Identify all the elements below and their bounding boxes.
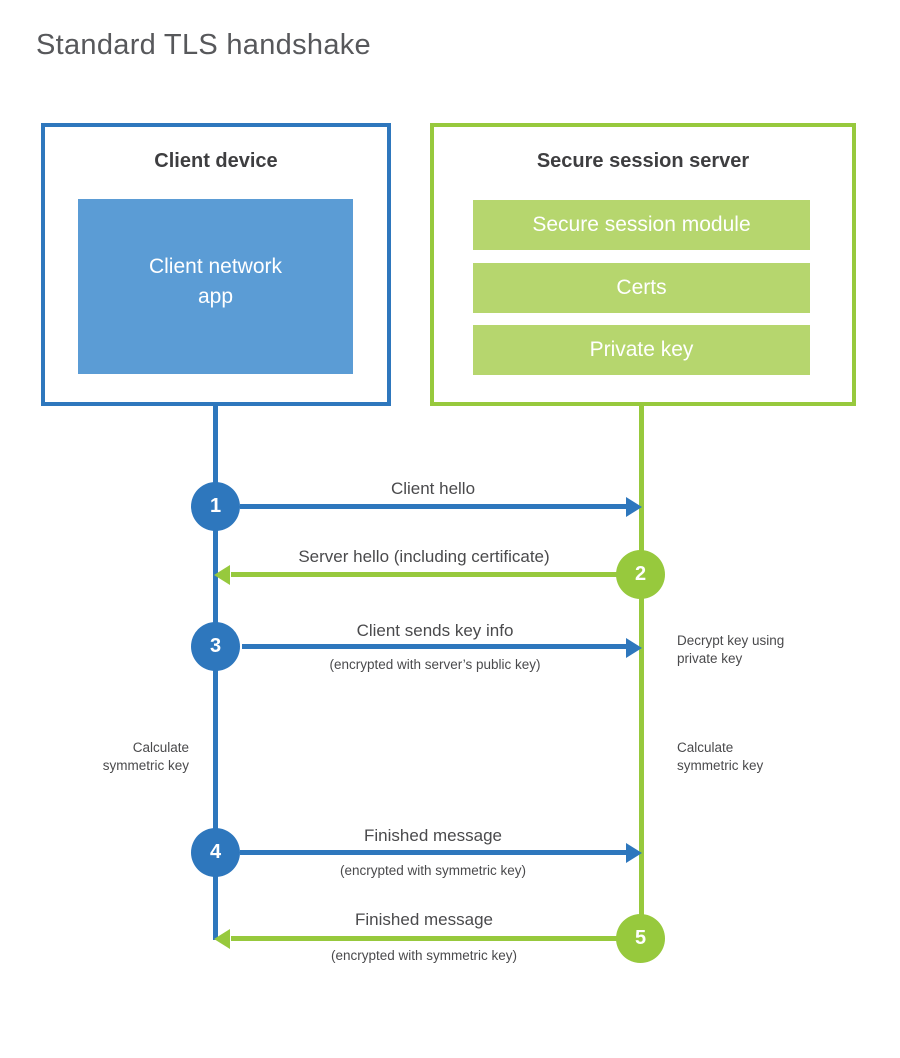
secure-session-server-heading: Secure session server (536, 150, 750, 172)
client-device-heading: Client device (154, 150, 278, 172)
step2-arrow-line (231, 572, 617, 577)
step4-label: Finished message (364, 826, 502, 845)
step3-arrowhead-right-icon (626, 638, 642, 658)
step4-arrowhead-right-icon (626, 843, 642, 863)
step1-arrowhead-right-icon (626, 497, 642, 517)
step4-circle: 4 (191, 828, 240, 877)
step5-circle: 5 (616, 914, 665, 963)
step4-arrow-line (240, 850, 626, 855)
step4-sublabel: (encrypted with symmetric key) (339, 863, 527, 878)
step3-circle: 3 (191, 622, 240, 671)
calculate-symmetric-key-note-right: Calculate symmetric key (677, 740, 764, 773)
step1-circle: 1 (191, 482, 240, 531)
step5-arrow-line (231, 936, 617, 941)
page-title: Standard TLS handshake (36, 29, 371, 61)
client-network-app-rect: Client network app (78, 199, 353, 374)
step2-arrowhead-left-icon (214, 565, 230, 585)
step3-sublabel: (encrypted with server’s public key) (329, 657, 541, 672)
step2-label: Server hello (including certificate) (298, 547, 550, 566)
step5-sublabel: (encrypted with symmetric key) (330, 948, 518, 963)
decrypt-key-note: Decrypt key using private key (677, 633, 785, 666)
step5-label: Finished message (355, 910, 493, 929)
secure-session-server-box: Secure session server Secure session mod… (430, 123, 856, 406)
certs-bar: Certs (473, 263, 810, 313)
server-lifeline (639, 406, 644, 939)
secure-session-module-bar: Secure session module (473, 200, 810, 250)
step3-arrow-line (242, 644, 626, 649)
calculate-symmetric-key-note-left: Calculate symmetric key (102, 740, 189, 773)
step1-label: Client hello (390, 479, 476, 498)
step3-label: Client sends key info (356, 621, 514, 640)
private-key-bar: Private key (473, 325, 810, 375)
client-device-box: Client device Client network app (41, 123, 391, 406)
client-network-app-label: Client network app (148, 254, 283, 308)
step5-arrowhead-left-icon (214, 929, 230, 949)
client-lifeline (213, 406, 218, 940)
step2-circle: 2 (616, 550, 665, 599)
step1-arrow-line (240, 504, 626, 509)
